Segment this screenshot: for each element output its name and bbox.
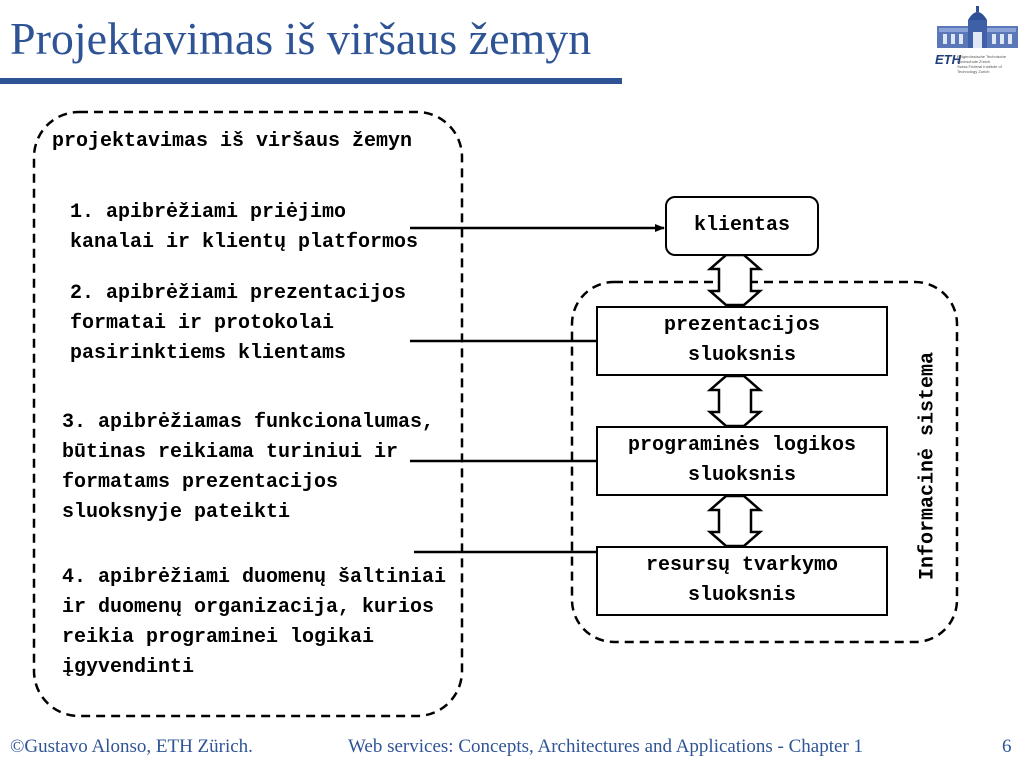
design-step-1: 1. apibrėžiami priėjimo kanalai ir klien… xyxy=(70,198,418,258)
client-box: klientas xyxy=(665,196,819,256)
footer-course-title: Web services: Concepts, Architectures an… xyxy=(348,736,864,757)
design-step-line: formatai ir protokolai xyxy=(70,312,335,335)
eth-building-icon xyxy=(937,6,1018,48)
layer-label-line: sluoksnis xyxy=(687,584,797,607)
client-label: klientas xyxy=(693,214,790,237)
information-system-outline xyxy=(570,280,959,644)
layer-label-line: sluoksnis xyxy=(687,464,797,487)
double-arrow-client-presentation xyxy=(706,253,764,307)
design-step-line: 1. apibrėžiami priėjimo xyxy=(70,201,347,224)
design-step-line: įgyvendinti xyxy=(62,656,195,679)
design-step-line: 4. apibrėžiami duomenų šaltiniai xyxy=(62,566,447,589)
layer-label-line: sluoksnis xyxy=(687,344,797,367)
eth-subtitle-line: Swiss Federal Institute of Technology Zu… xyxy=(957,64,1002,74)
presentation-layer-box: prezentacijos sluoksnis xyxy=(596,306,888,376)
design-step-2: 2. apibrėžiami prezentacijos formatai ir… xyxy=(70,279,406,369)
design-step-line: būtinas reikiama turiniui ir xyxy=(62,441,399,464)
information-system-label: Informacinė sistema xyxy=(916,351,940,581)
title-underline xyxy=(0,78,622,84)
design-step-line: reikia programinei logikai xyxy=(62,626,375,649)
eth-subtitle: Eidgenössische Technische Hochschule Zür… xyxy=(957,54,1019,74)
design-step-line: sluoksnyje pateikti xyxy=(62,501,291,524)
design-step-line: pasirinktiems klientams xyxy=(70,342,347,365)
design-step-line: ir duomenų organizacija, kurios xyxy=(62,596,435,619)
slide-title: Projektavimas iš viršaus žemyn xyxy=(10,13,592,64)
layer-label-line: programinės logikos xyxy=(627,434,857,457)
design-step-3: 3. apibrėžiamas funkcionalumas, būtinas … xyxy=(62,408,434,528)
design-group-outline xyxy=(32,110,464,718)
layer-label-line: resursų tvarkymo xyxy=(645,554,839,577)
design-step-line: 3. apibrėžiamas funkcionalumas, xyxy=(62,411,435,434)
layer-label-line: prezentacijos xyxy=(663,314,821,337)
design-step-line: formatams prezentacijos xyxy=(62,471,339,494)
eth-subtitle-line: Eidgenössische Technische Hochschule Zür… xyxy=(957,54,1007,64)
eth-wordmark: ETH xyxy=(935,52,961,67)
footer-copyright: ©Gustavo Alonso, ETH Zürich. xyxy=(10,736,253,757)
eth-logo: ETH Eidgenössische Technische Hochschule… xyxy=(935,4,1020,86)
application-logic-layer-box: programinės logikos sluoksnis xyxy=(596,426,888,496)
design-step-4: 4. apibrėžiami duomenų šaltiniai ir duom… xyxy=(62,563,446,683)
resource-management-layer-box: resursų tvarkymo sluoksnis xyxy=(596,546,888,616)
double-arrow-presentation-logic xyxy=(706,374,764,428)
design-step-line: 2. apibrėžiami prezentacijos xyxy=(70,282,407,305)
double-arrow-logic-resources xyxy=(706,494,764,548)
design-step-line: kanalai ir klientų platformos xyxy=(70,231,419,254)
design-group-label: projektavimas iš viršaus žemyn xyxy=(48,130,417,153)
footer-page-number: 6 xyxy=(1002,736,1012,757)
